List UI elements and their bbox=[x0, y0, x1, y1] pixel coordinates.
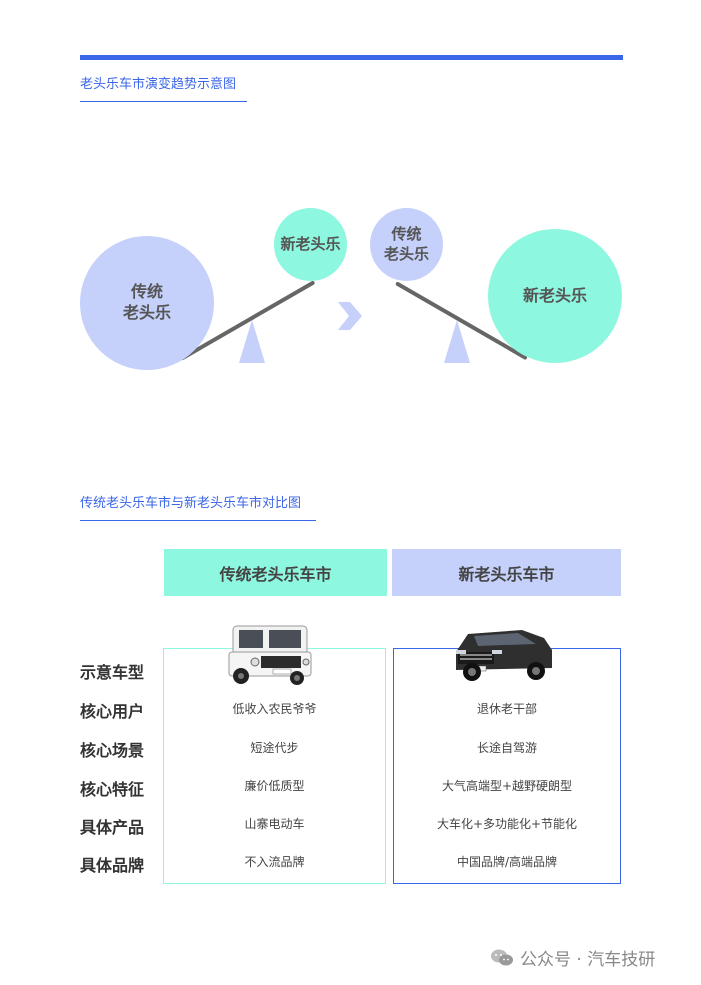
column-box-new bbox=[393, 648, 621, 884]
cell-new-brands: 中国品牌/高端品牌 bbox=[456, 855, 558, 869]
circle-traditional-small: 传统 老头乐 bbox=[370, 208, 443, 281]
section-underline bbox=[80, 101, 247, 102]
cell-new-users: 退休老干部 bbox=[476, 702, 537, 716]
chevron-right-icon bbox=[338, 302, 362, 330]
black-large-suv-photo bbox=[456, 630, 552, 681]
watermark: 公众号 · 汽车技研 bbox=[490, 945, 655, 970]
section-underline bbox=[80, 520, 316, 521]
cell-traditional-brands: 不入流品牌 bbox=[244, 855, 305, 869]
row-label-core-features: 核心特征 bbox=[80, 780, 145, 799]
circle-traditional-large: 传统 老头乐 bbox=[80, 236, 214, 370]
top-accent-bar bbox=[80, 55, 623, 60]
cell-traditional-products: 山寨电动车 bbox=[244, 817, 305, 831]
cell-traditional-users: 低收入农民爷爷 bbox=[232, 702, 317, 716]
circle-label: 新老头乐 bbox=[522, 285, 587, 305]
fulcrum-left bbox=[239, 320, 265, 363]
row-label-products: 具体产品 bbox=[80, 818, 145, 837]
row-label-vehicle-type: 示意车型 bbox=[80, 663, 145, 682]
circle-new-large: 新老头乐 bbox=[488, 229, 622, 363]
cell-new-products: 大车化+多功能化+节能化 bbox=[436, 817, 578, 831]
row-label-brands: 具体品牌 bbox=[80, 856, 145, 875]
watermark-text: 公众号 · 汽车技研 bbox=[520, 950, 656, 970]
circle-label: 传统 老头乐 bbox=[383, 225, 429, 263]
row-label-core-scenario: 核心场景 bbox=[80, 741, 145, 760]
cell-traditional-scenario: 短途代步 bbox=[250, 741, 299, 755]
circle-label: 传统 老头乐 bbox=[122, 282, 171, 322]
cell-new-scenario: 长途自驾游 bbox=[476, 741, 537, 755]
section-title-comparison: 传统老头乐车市与新老头乐车市对比图 bbox=[80, 496, 302, 511]
cell-traditional-features: 廉价低质型 bbox=[244, 779, 305, 793]
row-label-core-users: 核心用户 bbox=[80, 702, 145, 721]
column-box-traditional bbox=[163, 648, 386, 884]
cell-new-features: 大气高端型+越野硬朗型 bbox=[441, 779, 573, 793]
column-header-traditional: 传统老头乐车市 bbox=[164, 549, 387, 596]
section-title-trend: 老头乐车市演变趋势示意图 bbox=[80, 77, 237, 92]
white-mini-suv-photo bbox=[228, 625, 312, 685]
fulcrum-right bbox=[444, 320, 470, 363]
circle-label: 新老头乐 bbox=[280, 234, 341, 253]
column-header-new: 新老头乐车市 bbox=[392, 549, 621, 596]
wechat-icon bbox=[491, 949, 513, 965]
circle-new-small: 新老头乐 bbox=[274, 208, 347, 281]
